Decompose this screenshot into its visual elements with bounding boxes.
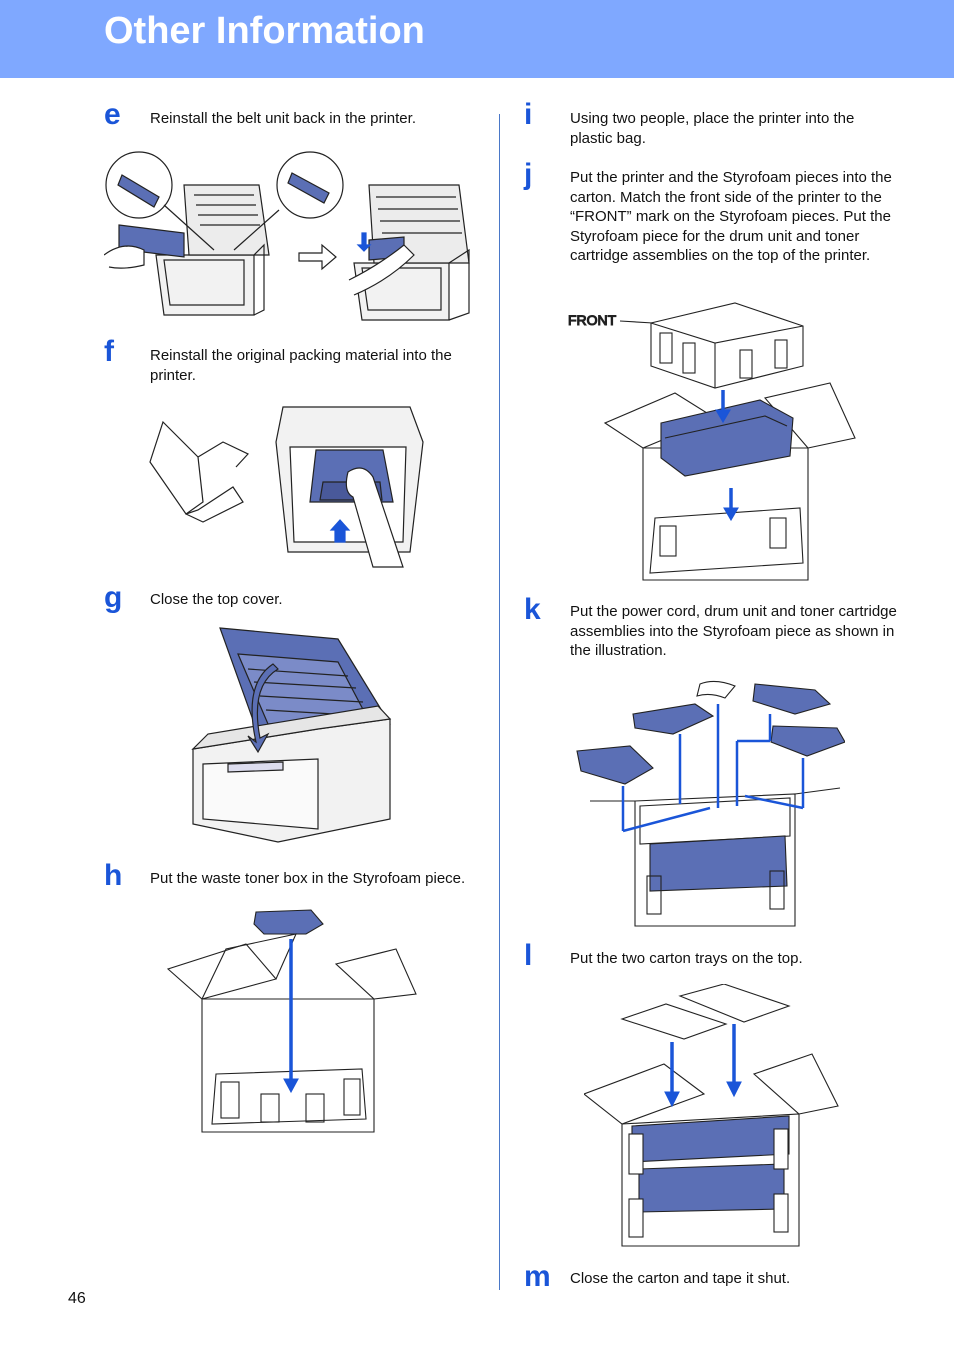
step-k-letter: k	[524, 593, 541, 626]
step-l-text: Put the two carton trays on the top.	[570, 950, 803, 967]
front-label: FRONT	[568, 312, 617, 328]
step-f-text: Reinstall the original packing material …	[150, 347, 452, 384]
step-h-letter: h	[104, 859, 123, 892]
drum-toner-styrofoam-illustration	[575, 676, 845, 928]
step-g-letter: g	[104, 581, 123, 614]
belt-unit-illustration	[104, 145, 484, 327]
step-e-letter: e	[104, 98, 121, 131]
step-f-letter: f	[104, 335, 114, 368]
step-l-letter: l	[524, 939, 533, 972]
step-j-letter: j	[524, 158, 533, 191]
page-title: Other Information	[104, 10, 425, 52]
column-divider	[499, 114, 500, 1290]
page-header: Other Information	[0, 0, 954, 78]
step-h-text: Put the waste toner box in the Styrofoam…	[150, 870, 466, 887]
step-k-text: Put the power cord, drum unit and toner …	[570, 603, 897, 659]
step-j-text: Put the printer and the Styrofoam pieces…	[570, 169, 892, 264]
close-top-cover-illustration	[188, 624, 394, 848]
carton-trays-illustration	[584, 984, 840, 1248]
step-g-text: Close the top cover.	[150, 591, 283, 608]
packing-material-illustration	[148, 402, 428, 568]
step-i-letter: i	[524, 98, 533, 131]
step-m-text: Close the carton and tape it shut.	[570, 1270, 791, 1287]
step-i-text: Using two people, place the printer into…	[570, 110, 855, 147]
waste-toner-box-illustration	[166, 904, 418, 1134]
step-m-letter: m	[524, 1260, 551, 1293]
printer-in-carton-illustration: FRONT	[565, 298, 859, 582]
page-number: 46	[68, 1290, 86, 1307]
step-e-text: Reinstall the belt unit back in the prin…	[150, 110, 416, 127]
